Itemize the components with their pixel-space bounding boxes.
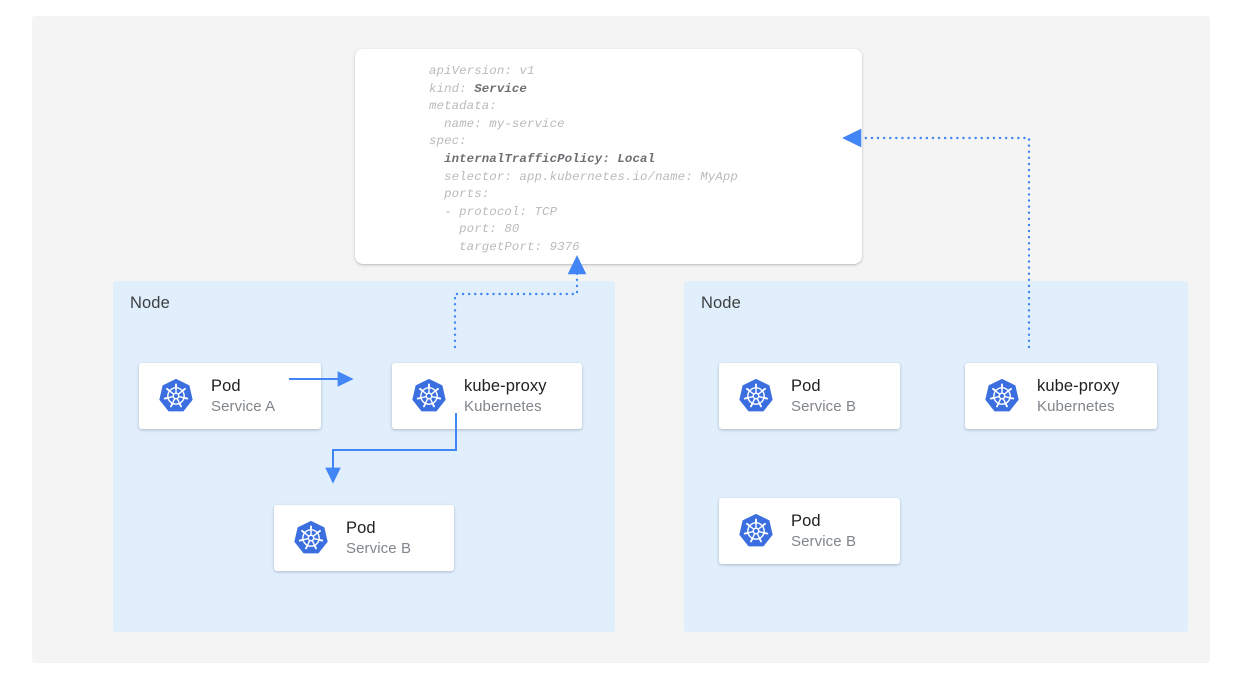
card-title: Pod	[791, 376, 821, 395]
card-pod-service-a[interactable]: Pod Service A	[139, 363, 321, 429]
service-manifest-code: apiVersion: v1 kind: Service metadata: n…	[429, 64, 738, 254]
card-text: Pod Service A	[211, 376, 275, 417]
diagram-canvas: apiVersion: v1 kind: Service metadata: n…	[32, 16, 1210, 663]
card-text: kube-proxy Kubernetes	[1037, 376, 1120, 417]
node-label-left: Node	[130, 294, 170, 312]
kubernetes-icon	[983, 377, 1021, 415]
node-panel-left: Node	[113, 281, 615, 632]
card-subtitle: Service B	[791, 532, 857, 550]
card-title: kube-proxy	[464, 376, 547, 395]
card-title: Pod	[791, 511, 821, 530]
card-title: Pod	[211, 376, 241, 395]
card-text: kube-proxy Kubernetes	[464, 376, 547, 417]
card-title: kube-proxy	[1037, 376, 1120, 395]
card-kube-proxy-right[interactable]: kube-proxy Kubernetes	[965, 363, 1157, 429]
service-manifest-card: apiVersion: v1 kind: Service metadata: n…	[355, 49, 862, 264]
kubernetes-icon	[737, 377, 775, 415]
card-subtitle: Service A	[211, 397, 276, 415]
kubernetes-icon	[157, 377, 195, 415]
card-text: Pod Service B	[791, 376, 856, 417]
node-label-right: Node	[701, 294, 741, 312]
kubernetes-icon	[737, 512, 775, 550]
card-title: Pod	[346, 518, 376, 537]
card-kube-proxy-left[interactable]: kube-proxy Kubernetes	[392, 363, 582, 429]
card-subtitle: Kubernetes	[1037, 397, 1115, 415]
card-subtitle: Service B	[791, 397, 857, 415]
card-subtitle: Kubernetes	[464, 397, 542, 415]
kubernetes-icon	[410, 377, 448, 415]
card-text: Pod Service B	[346, 518, 411, 559]
card-subtitle: Service B	[346, 539, 412, 557]
card-pod-service-b-right-bottom[interactable]: Pod Service B	[719, 498, 900, 564]
card-text: Pod Service B	[791, 511, 856, 552]
card-pod-service-b-left[interactable]: Pod Service B	[274, 505, 454, 571]
kubernetes-icon	[292, 519, 330, 557]
node-panel-right: Node	[684, 281, 1188, 632]
card-pod-service-b-right-top[interactable]: Pod Service B	[719, 363, 900, 429]
